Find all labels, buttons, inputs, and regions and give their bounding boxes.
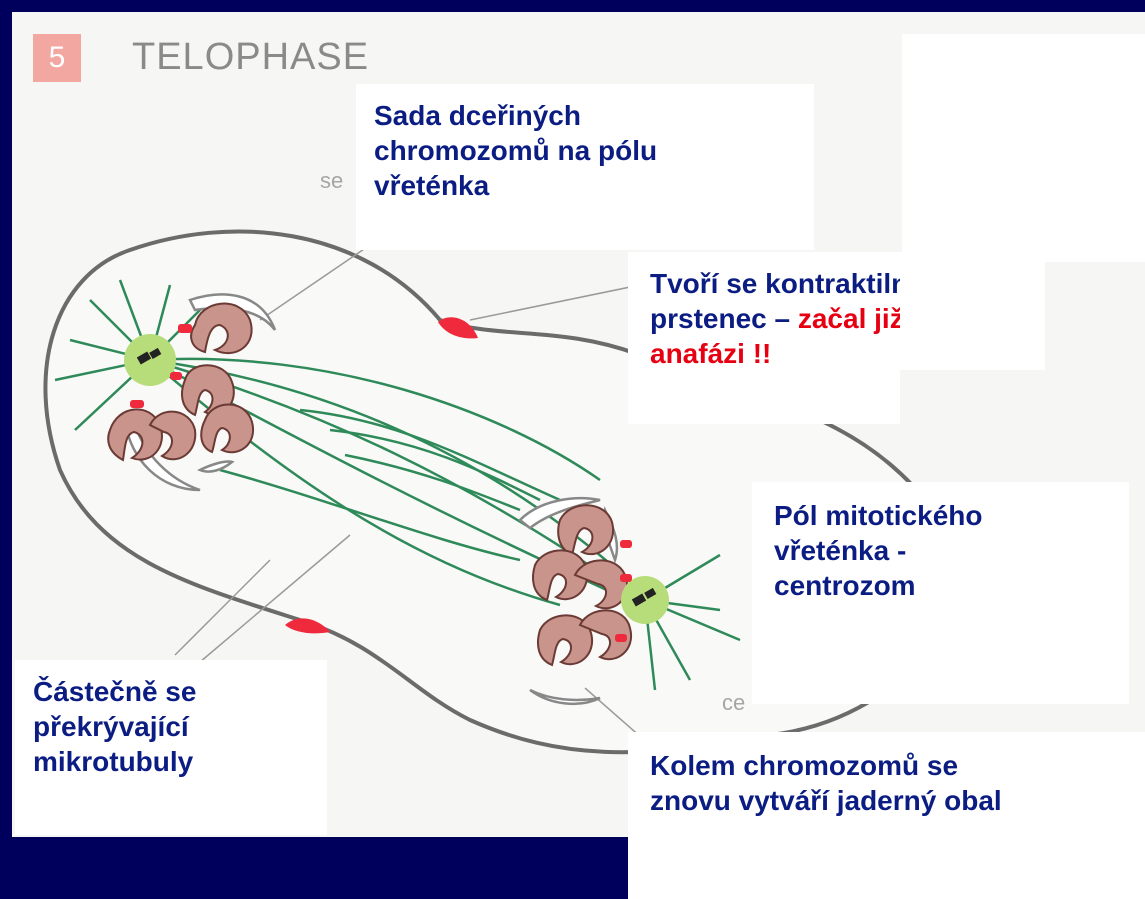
label-contractile-ring-extension bbox=[900, 252, 1045, 370]
label-ring-line3: anafázi !! bbox=[650, 336, 900, 371]
label-envelope-line2: znovu vytváří jaderný obal bbox=[650, 783, 1145, 818]
centrosome-right bbox=[621, 576, 669, 624]
label-overlap-line1: Částečně se bbox=[33, 674, 327, 709]
label-ring-line2-prefix: prstenec – bbox=[650, 303, 798, 334]
partial-label-se: se bbox=[320, 168, 343, 194]
label-envelope-line1: Kolem chromozomů se bbox=[650, 748, 1145, 783]
label-contractile-ring: Tvoří se kontraktilní prstenec – začal j… bbox=[628, 252, 900, 424]
label-pole-line1: Pól mitotického bbox=[774, 498, 1129, 533]
label-overlapping-microtubules: Částečně se překrývající mikrotubuly bbox=[15, 660, 327, 835]
label-pole-line2: vřeténka - bbox=[774, 533, 1129, 568]
stage-title: TELOPHASE bbox=[132, 36, 369, 79]
label-overlap-line3: mikrotubuly bbox=[33, 744, 327, 779]
label-ring-line2: prstenec – začal již v bbox=[650, 301, 900, 336]
label-overlap-line2: překrývající bbox=[33, 709, 327, 744]
stage-number-badge: 5 bbox=[33, 34, 81, 82]
partial-label-ce: ce bbox=[722, 690, 745, 716]
centrosome-left bbox=[124, 334, 176, 386]
label-ring-line1: Tvoří se kontraktilní bbox=[650, 266, 900, 301]
label-daughter-line2: chromozomů na pólu bbox=[374, 133, 814, 168]
label-daughter-line1: Sada dceřiných bbox=[374, 98, 814, 133]
label-pole-line3: centrozom bbox=[774, 568, 1129, 603]
label-nuclear-envelope: Kolem chromozomů se znovu vytváří jadern… bbox=[628, 732, 1145, 899]
label-spindle-pole: Pól mitotického vřeténka - centrozom bbox=[752, 482, 1129, 704]
label-daughter-line3: vřeténka bbox=[374, 168, 814, 203]
label-daughter-chromosome-set: Sada dceřiných chromozomů na pólu vřetén… bbox=[356, 84, 814, 250]
